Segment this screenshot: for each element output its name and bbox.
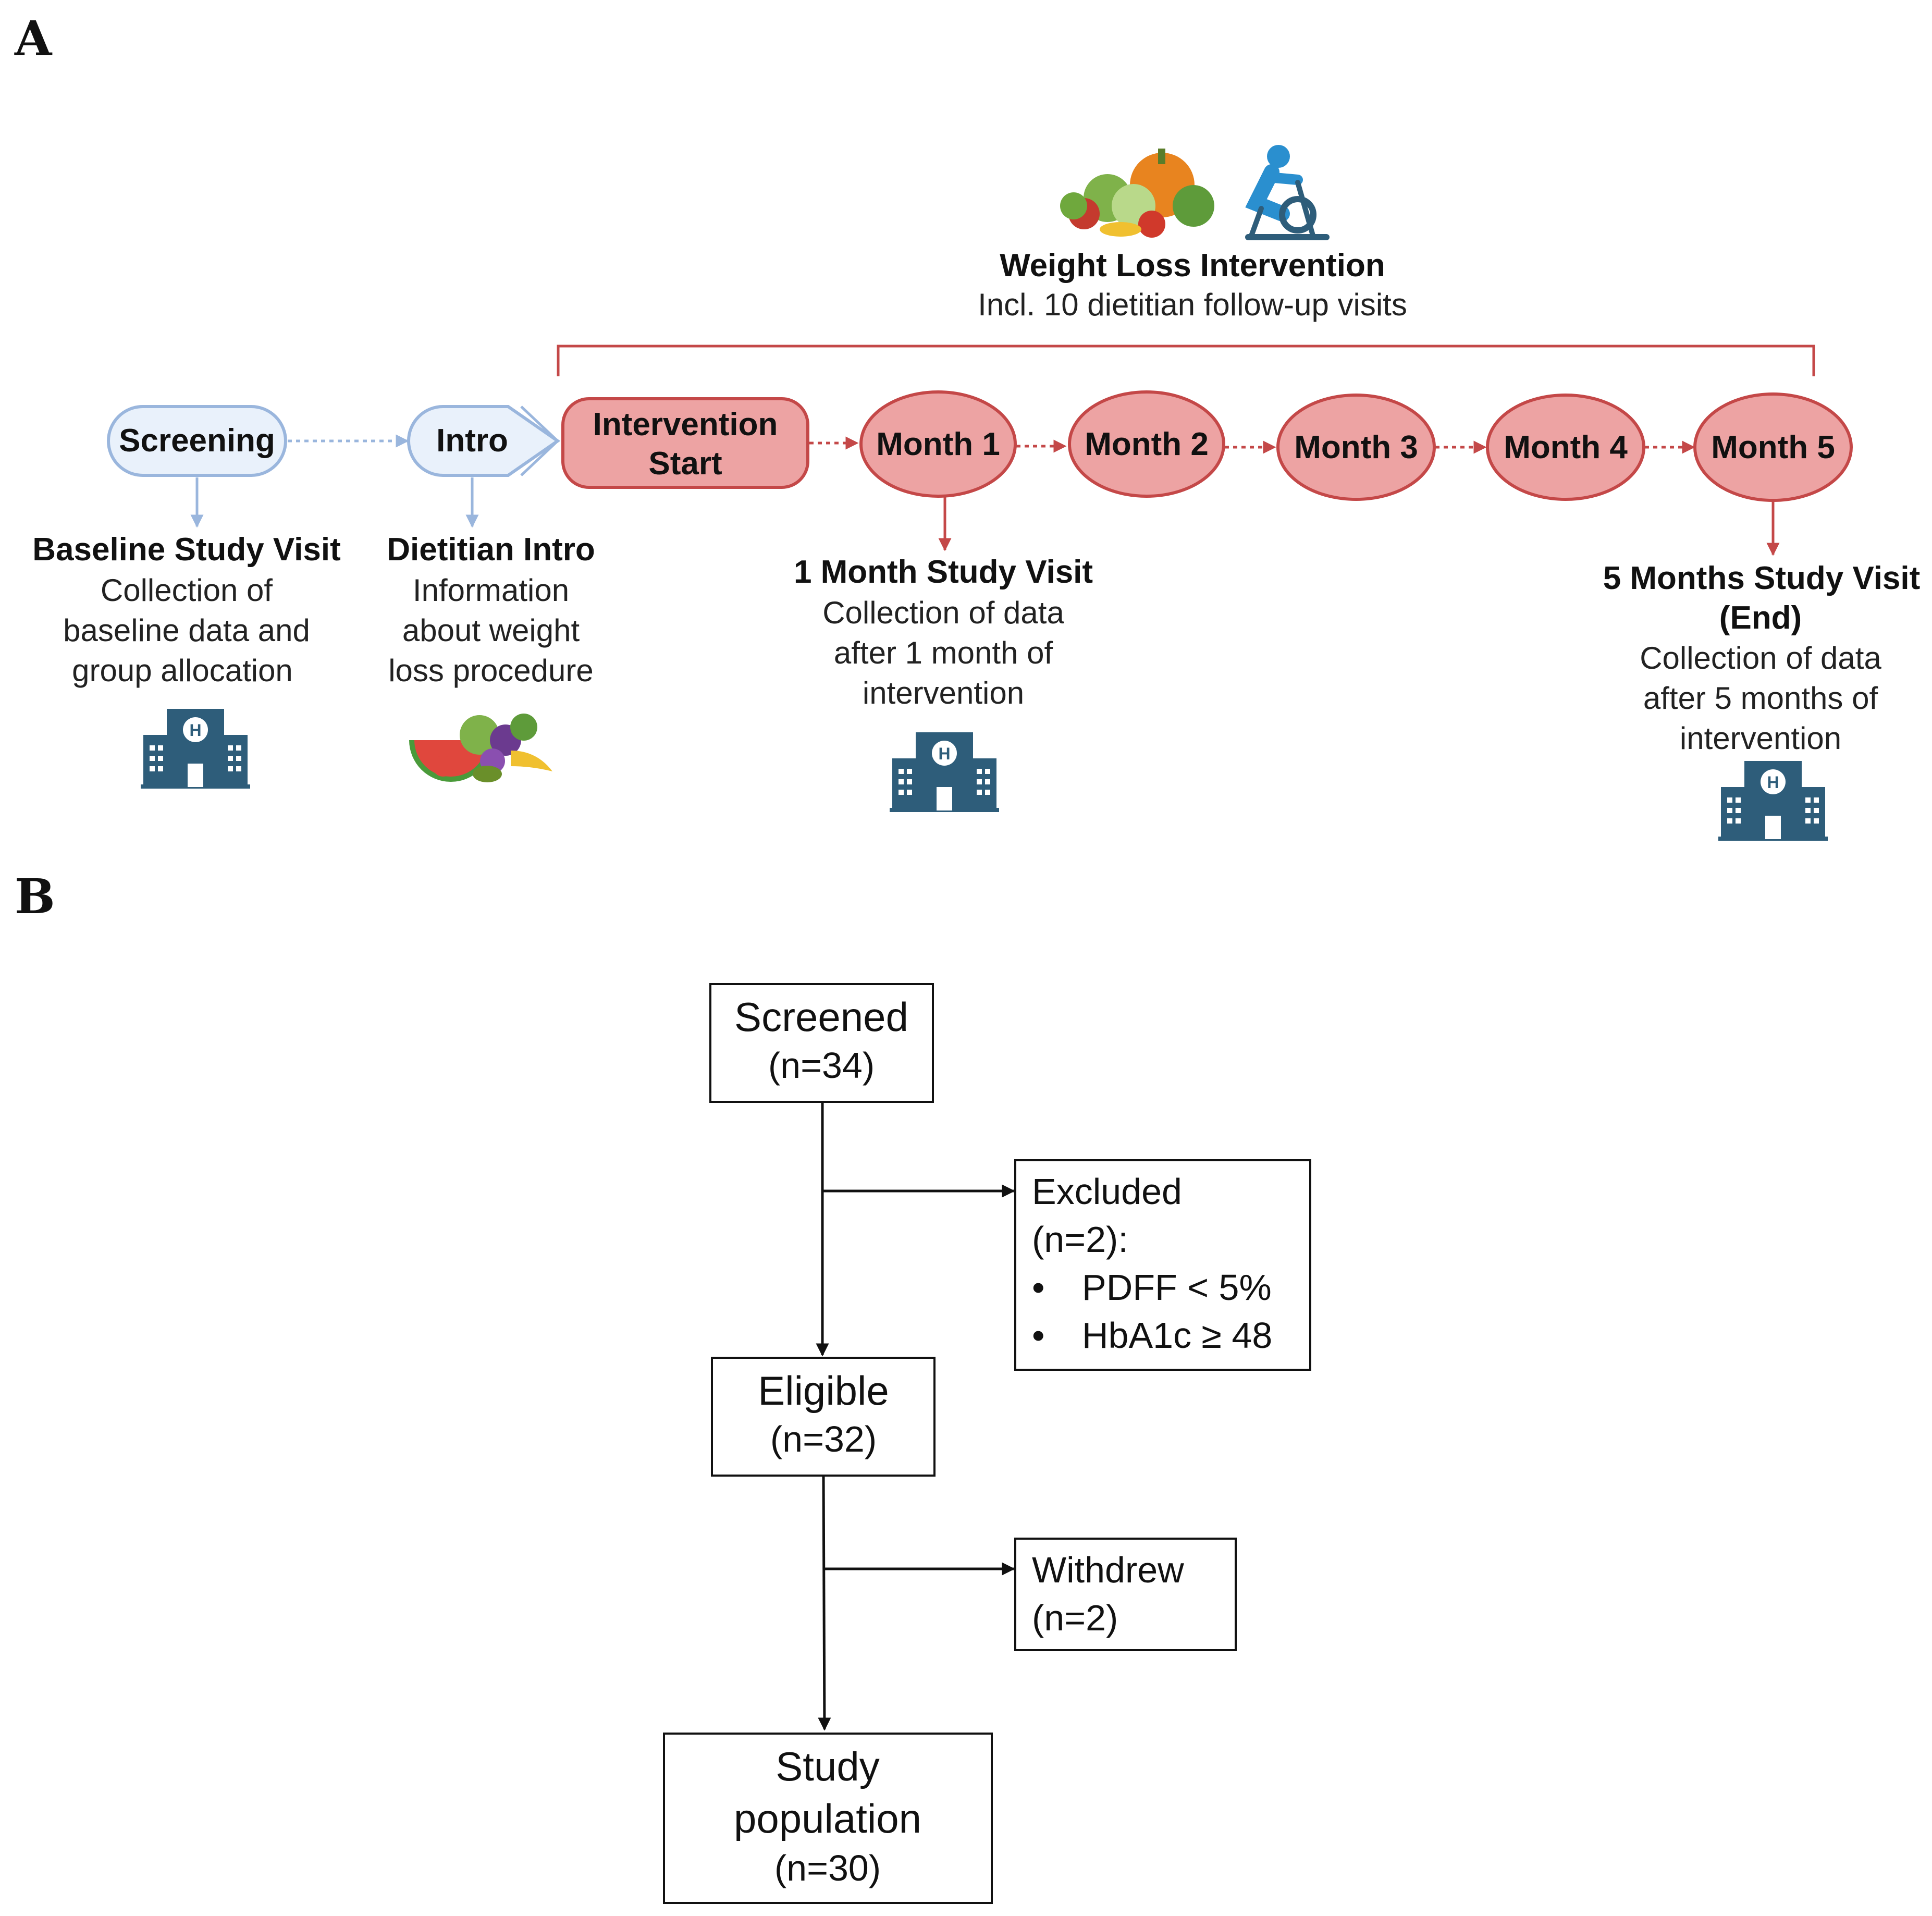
month1-visit-line1: Collection of data [822,595,1064,630]
intervention-bracket [557,345,1815,376]
baseline-visit-line3: group allocation [72,653,293,688]
excluded-reason-2: HbA1c ≥ 48 [1082,1315,1272,1356]
dietitian-intro-title: Dietitian Intro [387,532,595,568]
excluded-label: Excluded [1032,1171,1182,1212]
screened-label: Screened [734,994,908,1040]
vegetables-icon [1060,149,1214,238]
withdrew-count: (n=2) [1032,1598,1118,1638]
baseline-visit-title: Baseline Study Visit [32,532,341,568]
baseline-visit-line2: baseline data and [63,613,310,648]
study-population-line2: population [734,1796,921,1841]
month-1-node [859,390,1017,498]
intro-chevron-edge [520,406,560,476]
month-5-node [1693,392,1853,502]
intervention-start-line1: Intervention [593,407,778,443]
month-1-label: Month 1 [876,426,1000,462]
fruits-icon [409,714,552,782]
hospital-badge: H [938,744,950,763]
hospital-icon: H [1718,761,1828,841]
excluded-count: (n=2): [1032,1219,1128,1260]
hospital-badge: H [189,721,201,740]
eligible-label: Eligible [758,1368,889,1414]
study-population-count: (n=30) [774,1848,881,1888]
intro-label: Intro [436,423,508,459]
month-5-label: Month 5 [1711,429,1835,465]
eligible-count: (n=32) [770,1419,877,1459]
screened-count: (n=34) [768,1045,875,1086]
hospital-badge: H [1767,773,1779,792]
screening-label: Screening [119,423,275,459]
month5-visit-title-line2: (End) [1719,600,1802,636]
hospital-icon: H [141,709,250,789]
excluded-bullet-1: • [1032,1267,1045,1308]
dietitian-intro-line2: about weight [402,613,580,648]
month-2-node [1068,390,1225,498]
intro-chevron [407,405,561,477]
exercise-bike-icon [1245,145,1330,240]
intervention-start-box [561,397,809,489]
withdrew-box [1014,1538,1237,1651]
study-population-line1: Study [776,1743,879,1789]
month-4-node [1486,394,1645,501]
month-2-label: Month 2 [1085,426,1209,462]
month5-visit-line1: Collection of data [1640,641,1881,675]
eligible-box [711,1357,936,1477]
month5-visit-title-line1: 5 Months Study Visit [1603,560,1921,596]
month-3-label: Month 3 [1294,429,1418,465]
panel-b-letter: B [15,868,55,925]
arrow-eligible-to-study-population [818,1475,831,1731]
dietitian-intro-line3: loss procedure [388,653,594,688]
month5-visit-line2: after 5 months of [1643,681,1878,716]
month1-visit-title: 1 Month Study Visit [794,554,1093,590]
excluded-box [1014,1159,1311,1371]
screened-box [709,983,934,1103]
excluded-bullet-2: • [1032,1315,1045,1356]
intervention-start-line2: Start [648,446,722,482]
screening-pill [107,405,287,477]
study-population-box [663,1733,993,1904]
month-4-label: Month 4 [1504,429,1628,465]
month-3-node [1276,394,1436,501]
hospital-icon: H [890,732,999,812]
month1-visit-line3: intervention [863,675,1024,710]
excluded-reason-1: PDFF < 5% [1082,1267,1272,1308]
intervention-title: Weight Loss Intervention [1000,248,1385,284]
panel-a-letter: A [14,10,53,67]
dietitian-intro-line1: Information [413,573,569,608]
intervention-subtitle: Incl. 10 dietitian follow-up visits [978,287,1407,322]
withdrew-label: Withdrew [1032,1550,1184,1590]
month5-visit-line3: intervention [1680,721,1841,756]
month1-visit-line2: after 1 month of [834,635,1053,670]
baseline-visit-line1: Collection of [101,573,273,608]
